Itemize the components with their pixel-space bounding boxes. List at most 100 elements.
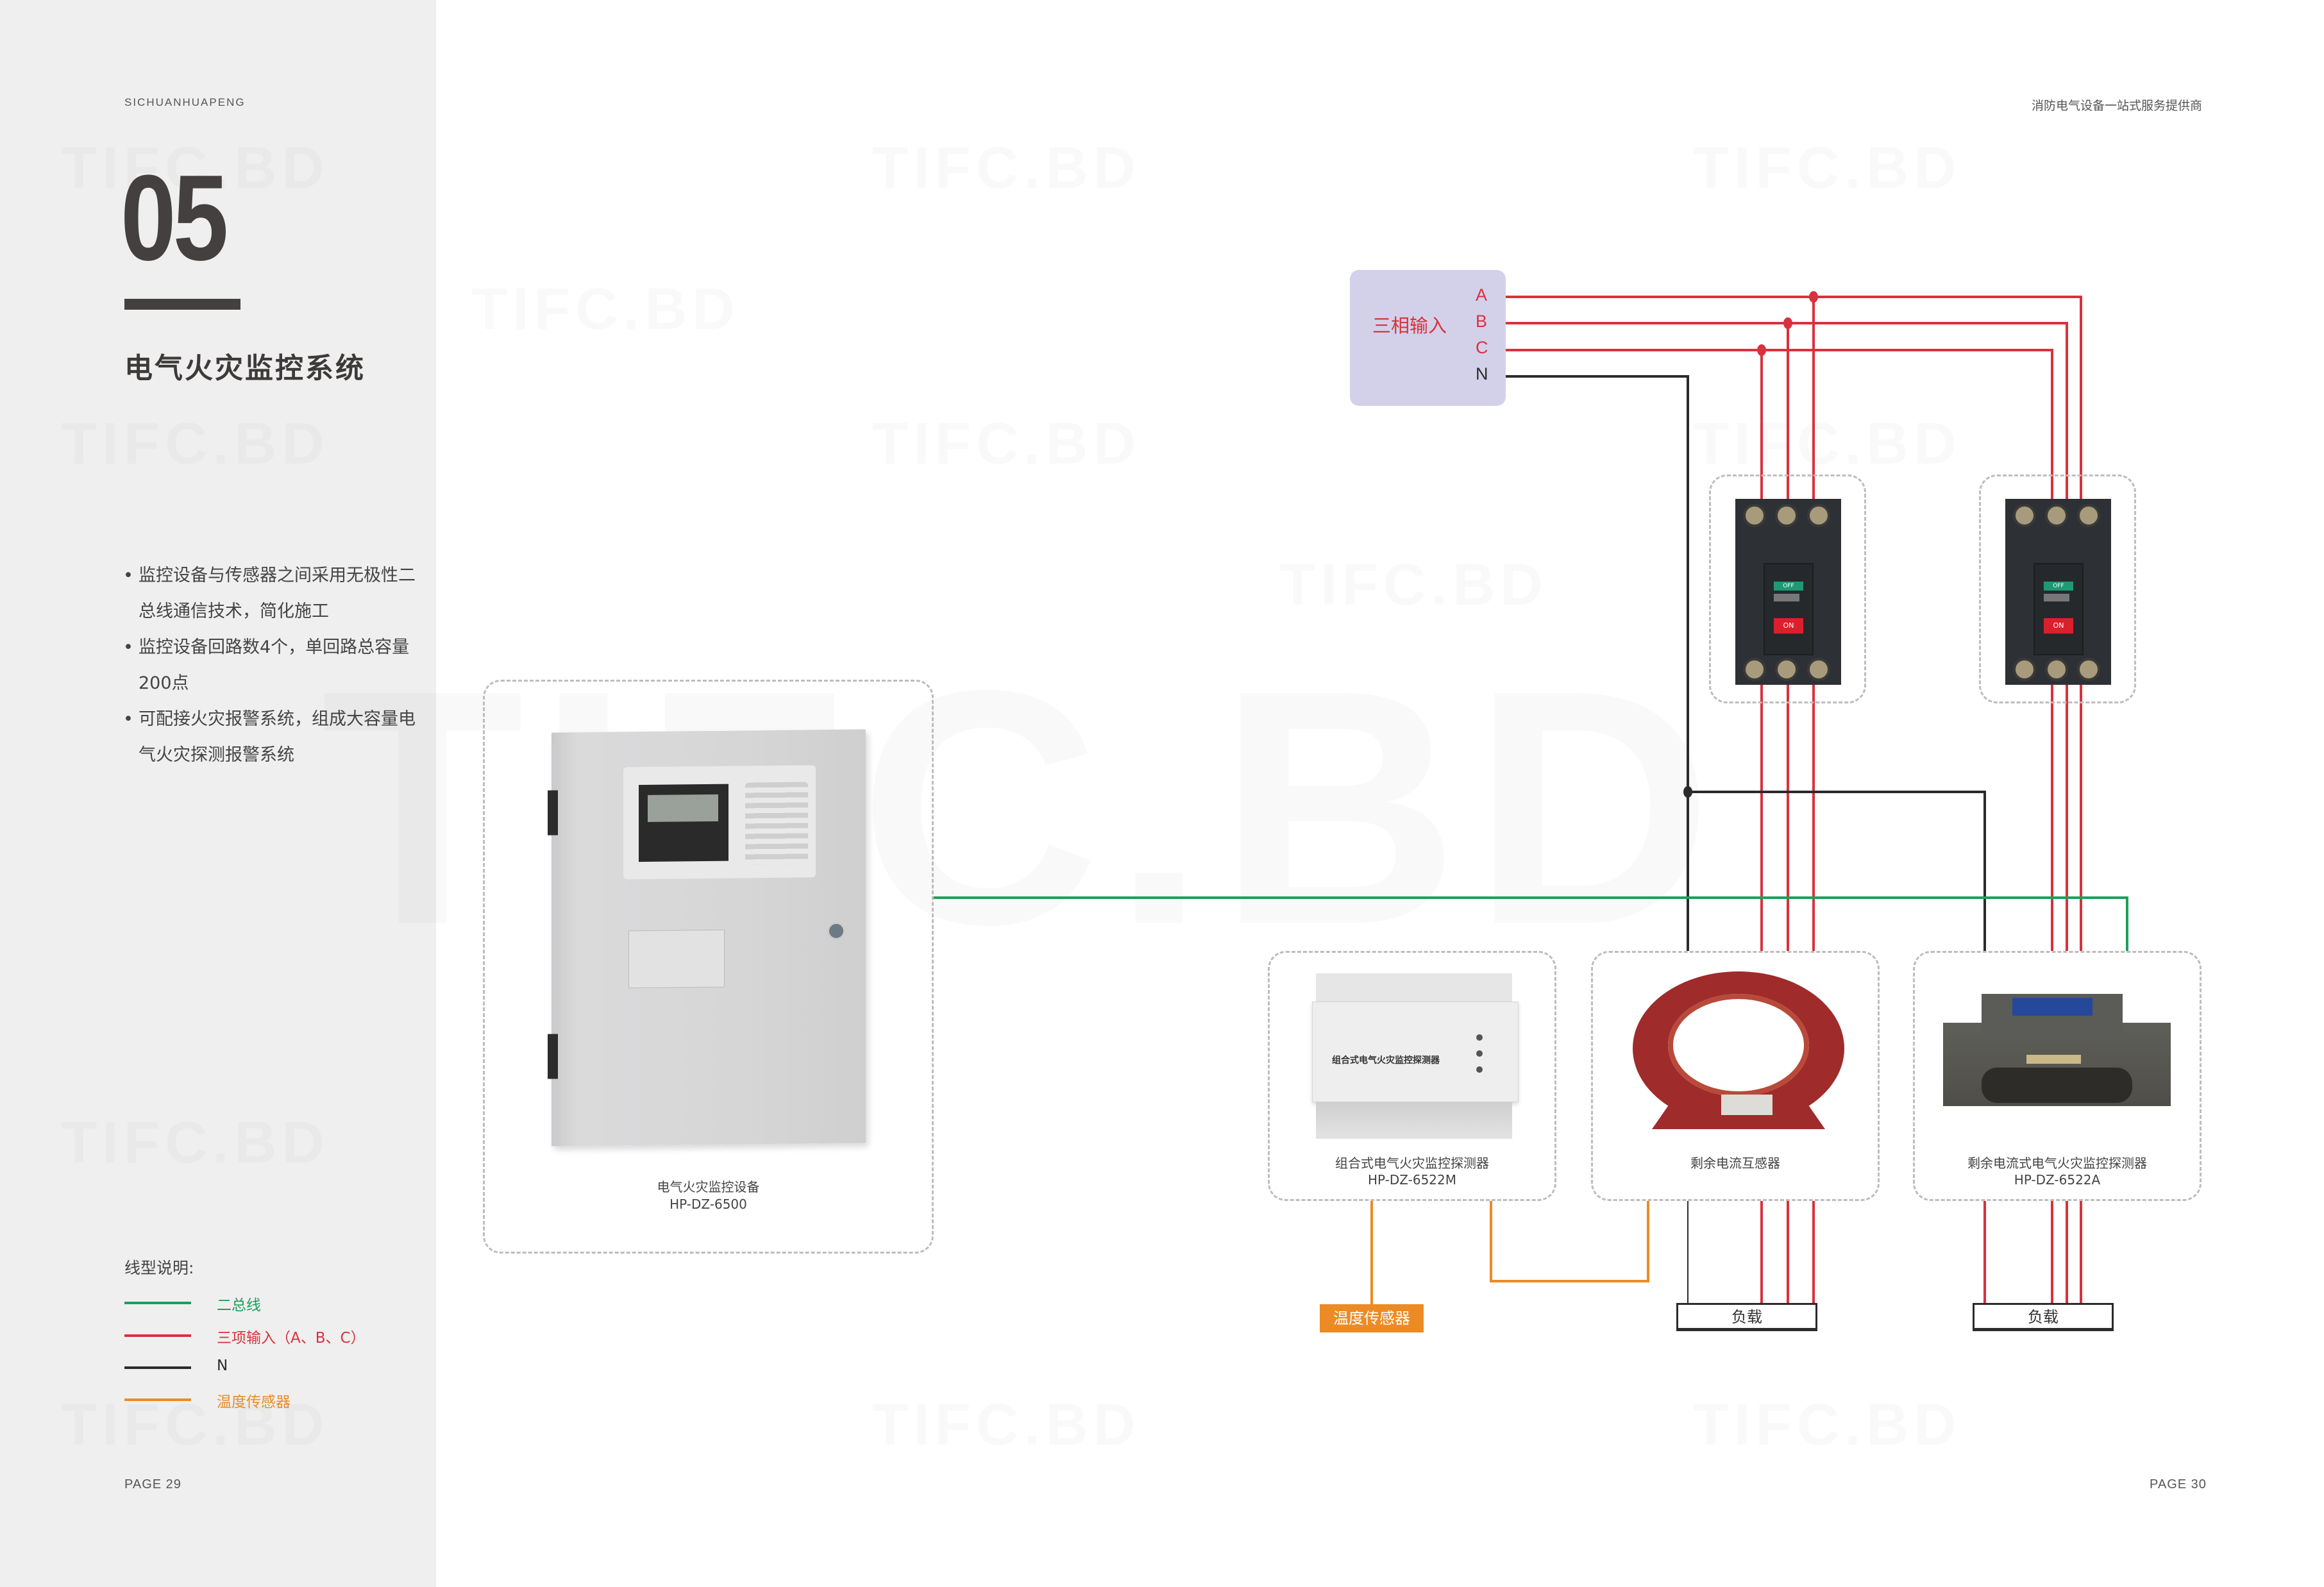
terminal-icon [1807,658,1830,681]
rating-label [1774,594,1799,601]
load-box-1: 负载 [1676,1303,1817,1331]
module-face: 组合式电气火灾监控探测器 [1312,1002,1519,1102]
off-label: OFF [1774,582,1803,591]
detector-label-panel [2012,998,2092,1016]
section-title: 电气火灾监控系统 [124,352,366,385]
terminal-n: N [1476,364,1488,383]
legend-item-phase: 三项输入（A、B、C） [124,1323,419,1348]
feature-item: 监控设备回路数4个，单回路总容量200点 [123,630,431,701]
section-number: 05 [121,150,228,286]
terminal-c: C [1476,338,1488,357]
terminal-icon [2045,658,2068,681]
legend-line [124,1334,191,1337]
led-indicator [1476,1050,1483,1057]
residual-detector-card: 剩余电流式电气火灾监控探测器 HP-DZ-6522A [1913,951,2202,1201]
junction-b [1783,317,1792,329]
watermark: TIFC.BD [1693,1391,1962,1459]
junction-c [1757,344,1766,356]
residual-detector-name: 剩余电流式电气火灾监控探测器 [1967,1155,2147,1171]
breaker-card-2 [1979,474,2136,703]
detector-window [1982,1068,2132,1103]
led-indicator [1476,1066,1483,1073]
watermark: TIFC.BD [872,1391,1141,1459]
page-number-left: PAGE 29 [124,1477,181,1491]
left-panel [0,0,436,1587]
terminal-icon [2077,658,2100,681]
feature-item: 可配接火灾报警系统，组成大容量电气火灾探测报警系统 [123,701,431,773]
combo-detector-name: 组合式电气火灾监控探测器 [1335,1155,1489,1171]
temp-link-wire [1490,1201,1649,1282]
legend-line [124,1302,191,1304]
terminal-icon [2013,504,2036,527]
monitor-device-name: 电气火灾监控设备 [657,1179,760,1195]
legend-item-temp: 温度传感器 [124,1387,419,1413]
monitor-device-card: 电气火灾监控设备 HP-DZ-6500 [483,680,934,1254]
on-label: ON [2044,618,2073,634]
detector-top [1982,994,2123,1042]
ct-nameplate [1721,1095,1772,1115]
watermark: TIFC.BD [1693,410,1962,478]
watermark: TIFC.BD [872,410,1141,478]
detector-plate [2026,1055,2081,1064]
section-number-underline [124,299,240,310]
terminal-icon [1743,504,1766,527]
terminal-icon [1775,504,1798,527]
terminal-icon [2045,504,2068,527]
breaker-handle: OFF ON [2034,563,2084,655]
hinge [548,790,558,835]
feature-list: 监控设备与传感器之间采用无极性二总线通信技术，简化施工 监控设备回路数4个，单回… [123,558,431,773]
residual-detector-image [1943,994,2171,1109]
legend-item-neutral: N [124,1355,419,1381]
page-number-right: PAGE 30 [2150,1477,2207,1491]
lock-icon [827,921,845,941]
terminal-b: B [1476,312,1488,331]
breaker-card-1 [1709,474,1866,703]
combo-detector-model: HP-DZ-6522M [1368,1172,1456,1188]
module-face-label: 组合式电气火灾监控探测器 [1332,1055,1440,1066]
legend-label: 二总线 [217,1297,261,1314]
combo-detector-image: 组合式电气火灾监控探测器 [1312,973,1519,1139]
watermark: TIFC.BD [1693,135,1962,202]
neutral-branch [1688,791,1986,951]
module-top [1316,973,1512,1002]
keypad [745,782,808,865]
brand-name: SICHUANHUAPENG [124,96,246,108]
watermark: TIFC.BD [471,276,740,343]
three-phase-input-label: 三相输入 [1372,315,1447,337]
lcd-screen [648,794,718,822]
junction-a [1809,291,1818,303]
feature-item: 监控设备与传感器之间采用无极性二总线通信技术，简化施工 [123,558,431,630]
terminal-icon [1775,658,1798,681]
current-transformer-card: 剩余电流互感器 [1591,951,1880,1201]
legend-item-bus: 二总线 [124,1290,419,1316]
control-panel [623,765,816,880]
circuit-breaker-2: OFF ON [2005,499,2111,685]
rating-label [2044,594,2069,601]
combo-detector-card: 组合式电气火灾监控探测器 HP-DZ-6522M [1268,951,1556,1201]
load-box-2: 负载 [1973,1303,2114,1331]
terminal-icon [2077,504,2100,527]
printer-slot [628,929,725,989]
legend-line [124,1366,191,1369]
residual-detector-model: HP-DZ-6522A [2014,1172,2101,1188]
terminal-a: A [1476,285,1488,305]
ct-ring-hole [1668,994,1809,1096]
legend-line [124,1398,191,1401]
legend-label: 三项输入（A、B、C） [217,1330,366,1347]
module-bottom [1316,1102,1512,1139]
three-phase-input-box: 三相输入 A B C N [1350,270,1506,406]
led-indicator [1476,1034,1483,1041]
temperature-sensor-box: 温度传感器 [1320,1304,1424,1332]
watermark: TIFC.BD [872,135,1141,202]
legend-label: 温度传感器 [217,1394,290,1411]
lcd-display [639,784,728,862]
off-label: OFF [2044,582,2073,591]
monitor-device-model: HP-DZ-6500 [669,1197,747,1212]
current-transformer-image [1633,971,1844,1138]
watermark: TIFC.BD [1279,551,1548,619]
breaker-handle: OFF ON [1764,563,1814,655]
circuit-breaker-1: OFF ON [1735,499,1841,685]
legend-title: 线型说明: [124,1259,194,1277]
on-label: ON [1774,618,1803,634]
legend-label: N [217,1357,228,1374]
